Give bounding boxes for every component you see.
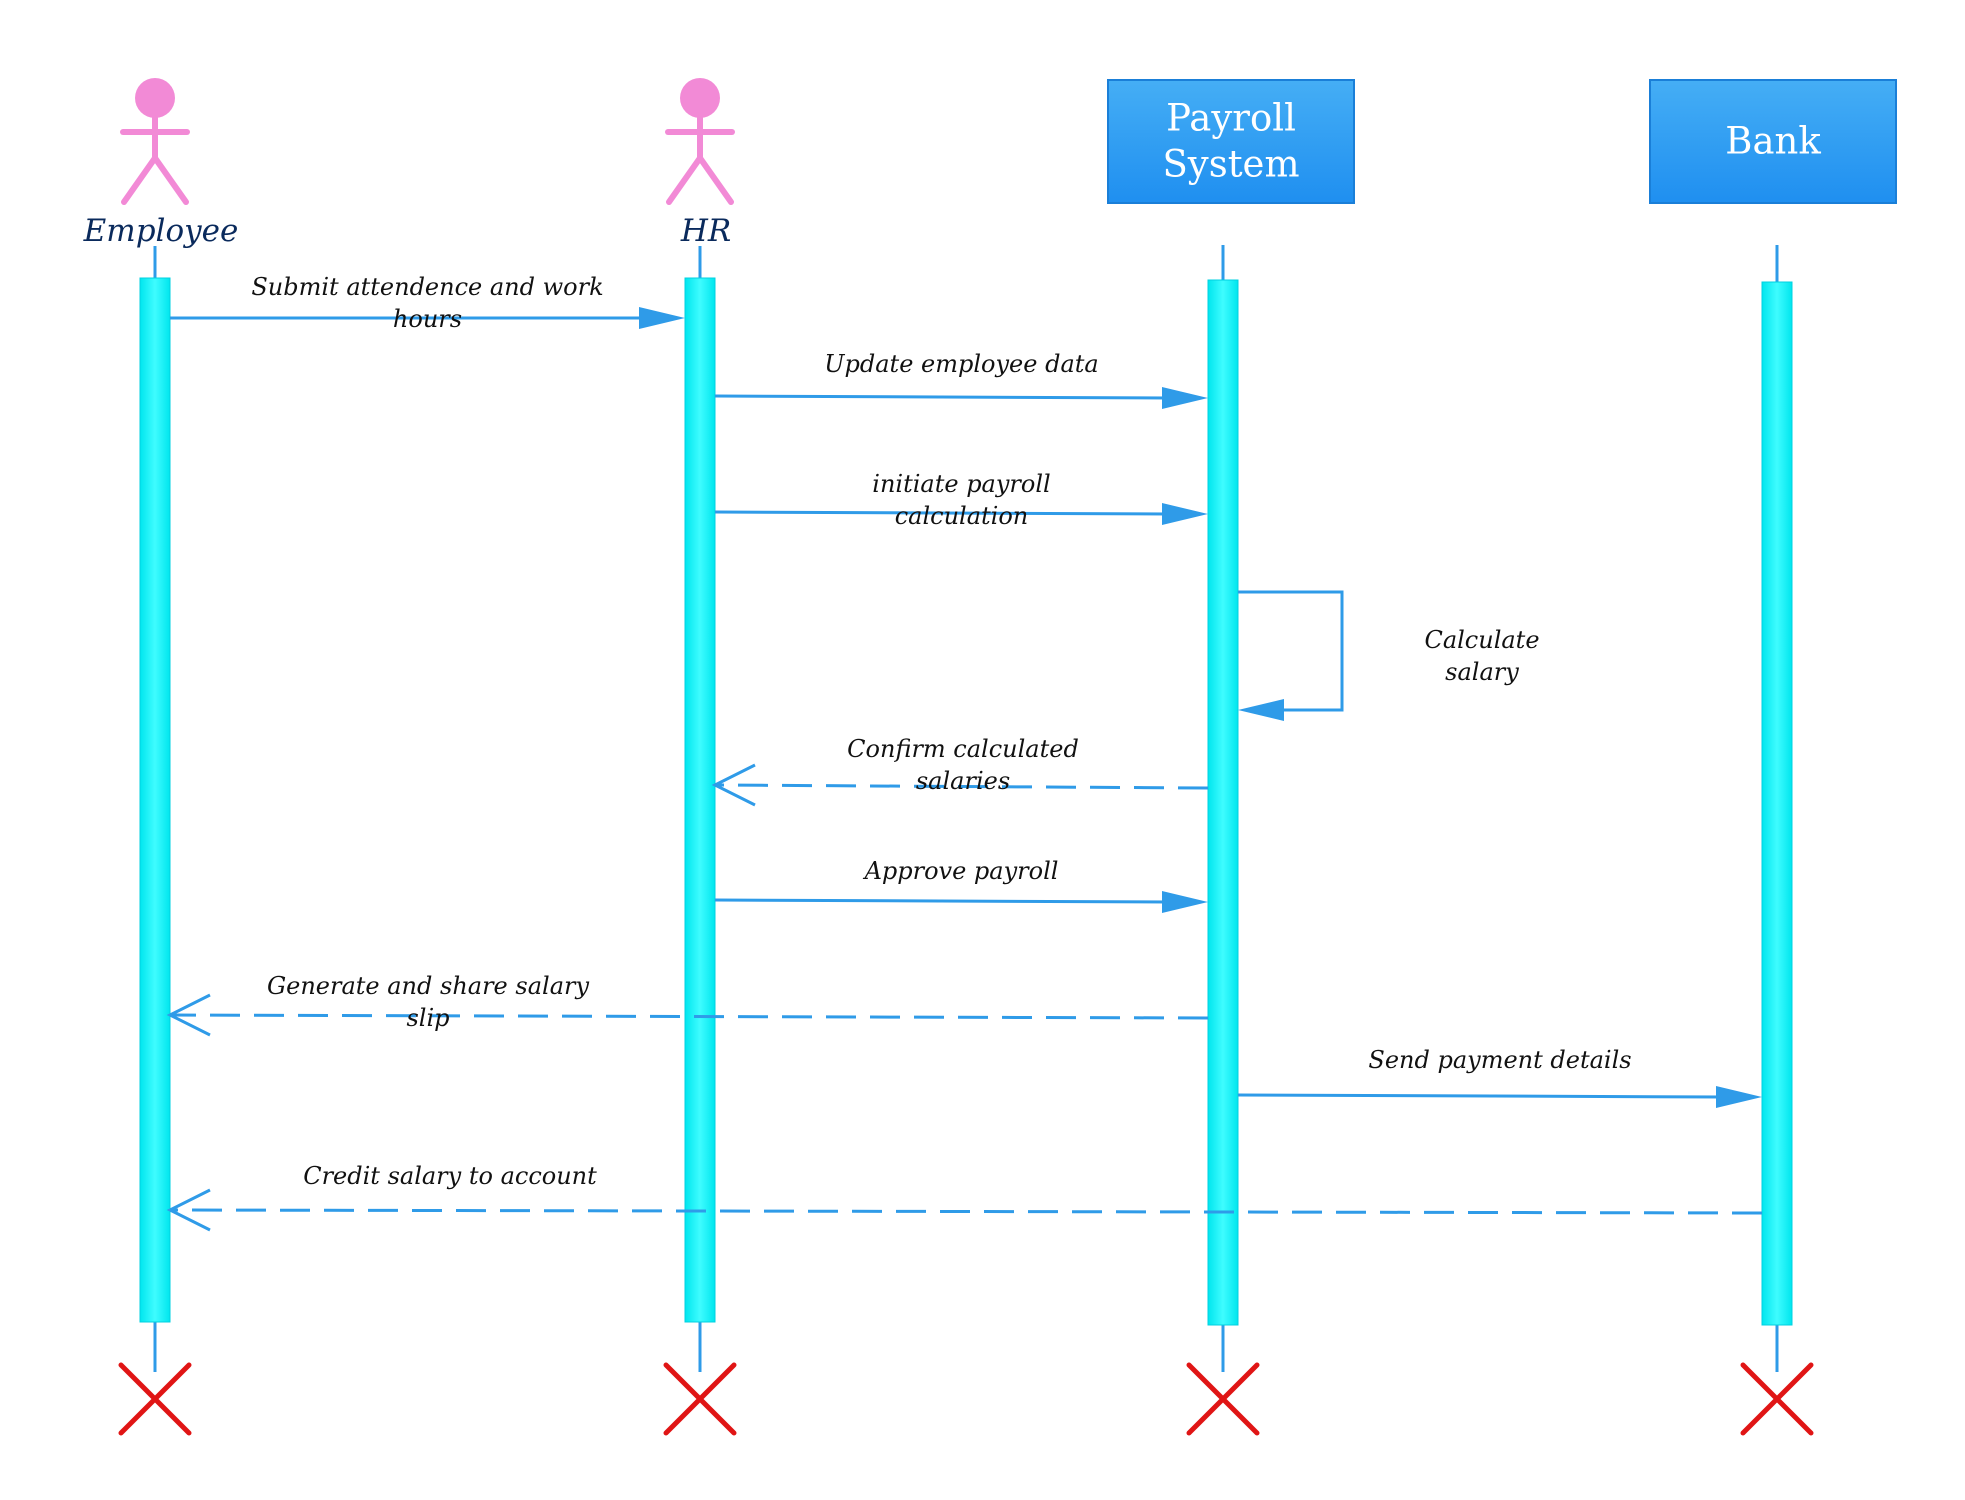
arrow-head-filled [1238,699,1284,721]
message-label: hours [393,305,462,333]
message-label: Generate and share salary [267,972,590,1000]
arrow-head-open [711,763,756,807]
message-label: Update employee data [824,350,1098,378]
arrow-head-filled [1162,387,1208,409]
arrow-head-filled [639,307,685,329]
participant-label: System [1162,143,1299,186]
message-label: Credit salary to account [303,1162,597,1190]
message-line [169,1013,1209,1020]
x-cross-icon [118,1362,192,1436]
stick-figure-icon [665,78,735,205]
participant-label: Employee [83,213,239,249]
message-3: initiate payroll calculation [714,470,1208,530]
arrow-head-open [166,1188,211,1232]
x-cross-icon [1740,1362,1814,1436]
participant-employee: Employee [83,78,239,249]
message-4: Calculate salary [1238,590,1540,721]
message-line [1238,590,1344,712]
message-label: salaries [916,767,1010,795]
participant-label: Bank [1725,120,1821,163]
arrow-head-open [166,993,211,1037]
participant-label: Payroll [1166,97,1296,140]
message-label: Approve payroll [863,857,1059,885]
message-6: Approve payroll [714,857,1208,913]
message-2: Update employee data [714,350,1208,409]
arrow-head-filled [1716,1086,1762,1108]
x-cross-icon [1186,1362,1260,1436]
message-label: calculation [895,502,1029,530]
participant-bank: Bank [1649,79,1897,204]
stick-figure-icon [120,78,190,205]
participant-label: HR [680,213,731,249]
actor-head [135,78,175,118]
message-line [714,394,1169,400]
message-label: initiate payroll [872,470,1050,498]
message-8: Send payment details [1237,1046,1762,1108]
message-line [1237,1093,1723,1099]
activation-bar-payroll [1207,279,1239,1326]
participant-box [1649,79,1897,204]
arrow-head-filled [1162,503,1208,525]
x-cross-icon [663,1362,737,1436]
message-label: Calculate [1424,626,1539,654]
message-label: slip [406,1004,449,1032]
message-line [169,1208,1763,1215]
participant-box [1107,79,1355,204]
message-label: Confirm calculated [847,735,1079,763]
message-label: Send payment details [1368,1046,1631,1074]
arrow-head-filled [1162,891,1208,913]
message-line [714,783,1209,790]
actor-head [680,78,720,118]
participant-hr: HR [665,78,735,249]
message-7: Generate and share salary slip [166,972,1209,1037]
activation-bar-employee [139,277,171,1323]
message-line [714,898,1169,904]
message-line [714,510,1169,516]
message-5: Confirm calculated salaries [711,735,1209,807]
message-label: Submit attendence and work [251,273,603,301]
activation-bar-bank [1761,281,1793,1326]
message-label: salary [1445,658,1519,686]
message-9: Credit salary to account [166,1162,1763,1232]
activation-bar-hr [684,277,716,1323]
message-1: Submit attendence and work hours [170,273,685,333]
